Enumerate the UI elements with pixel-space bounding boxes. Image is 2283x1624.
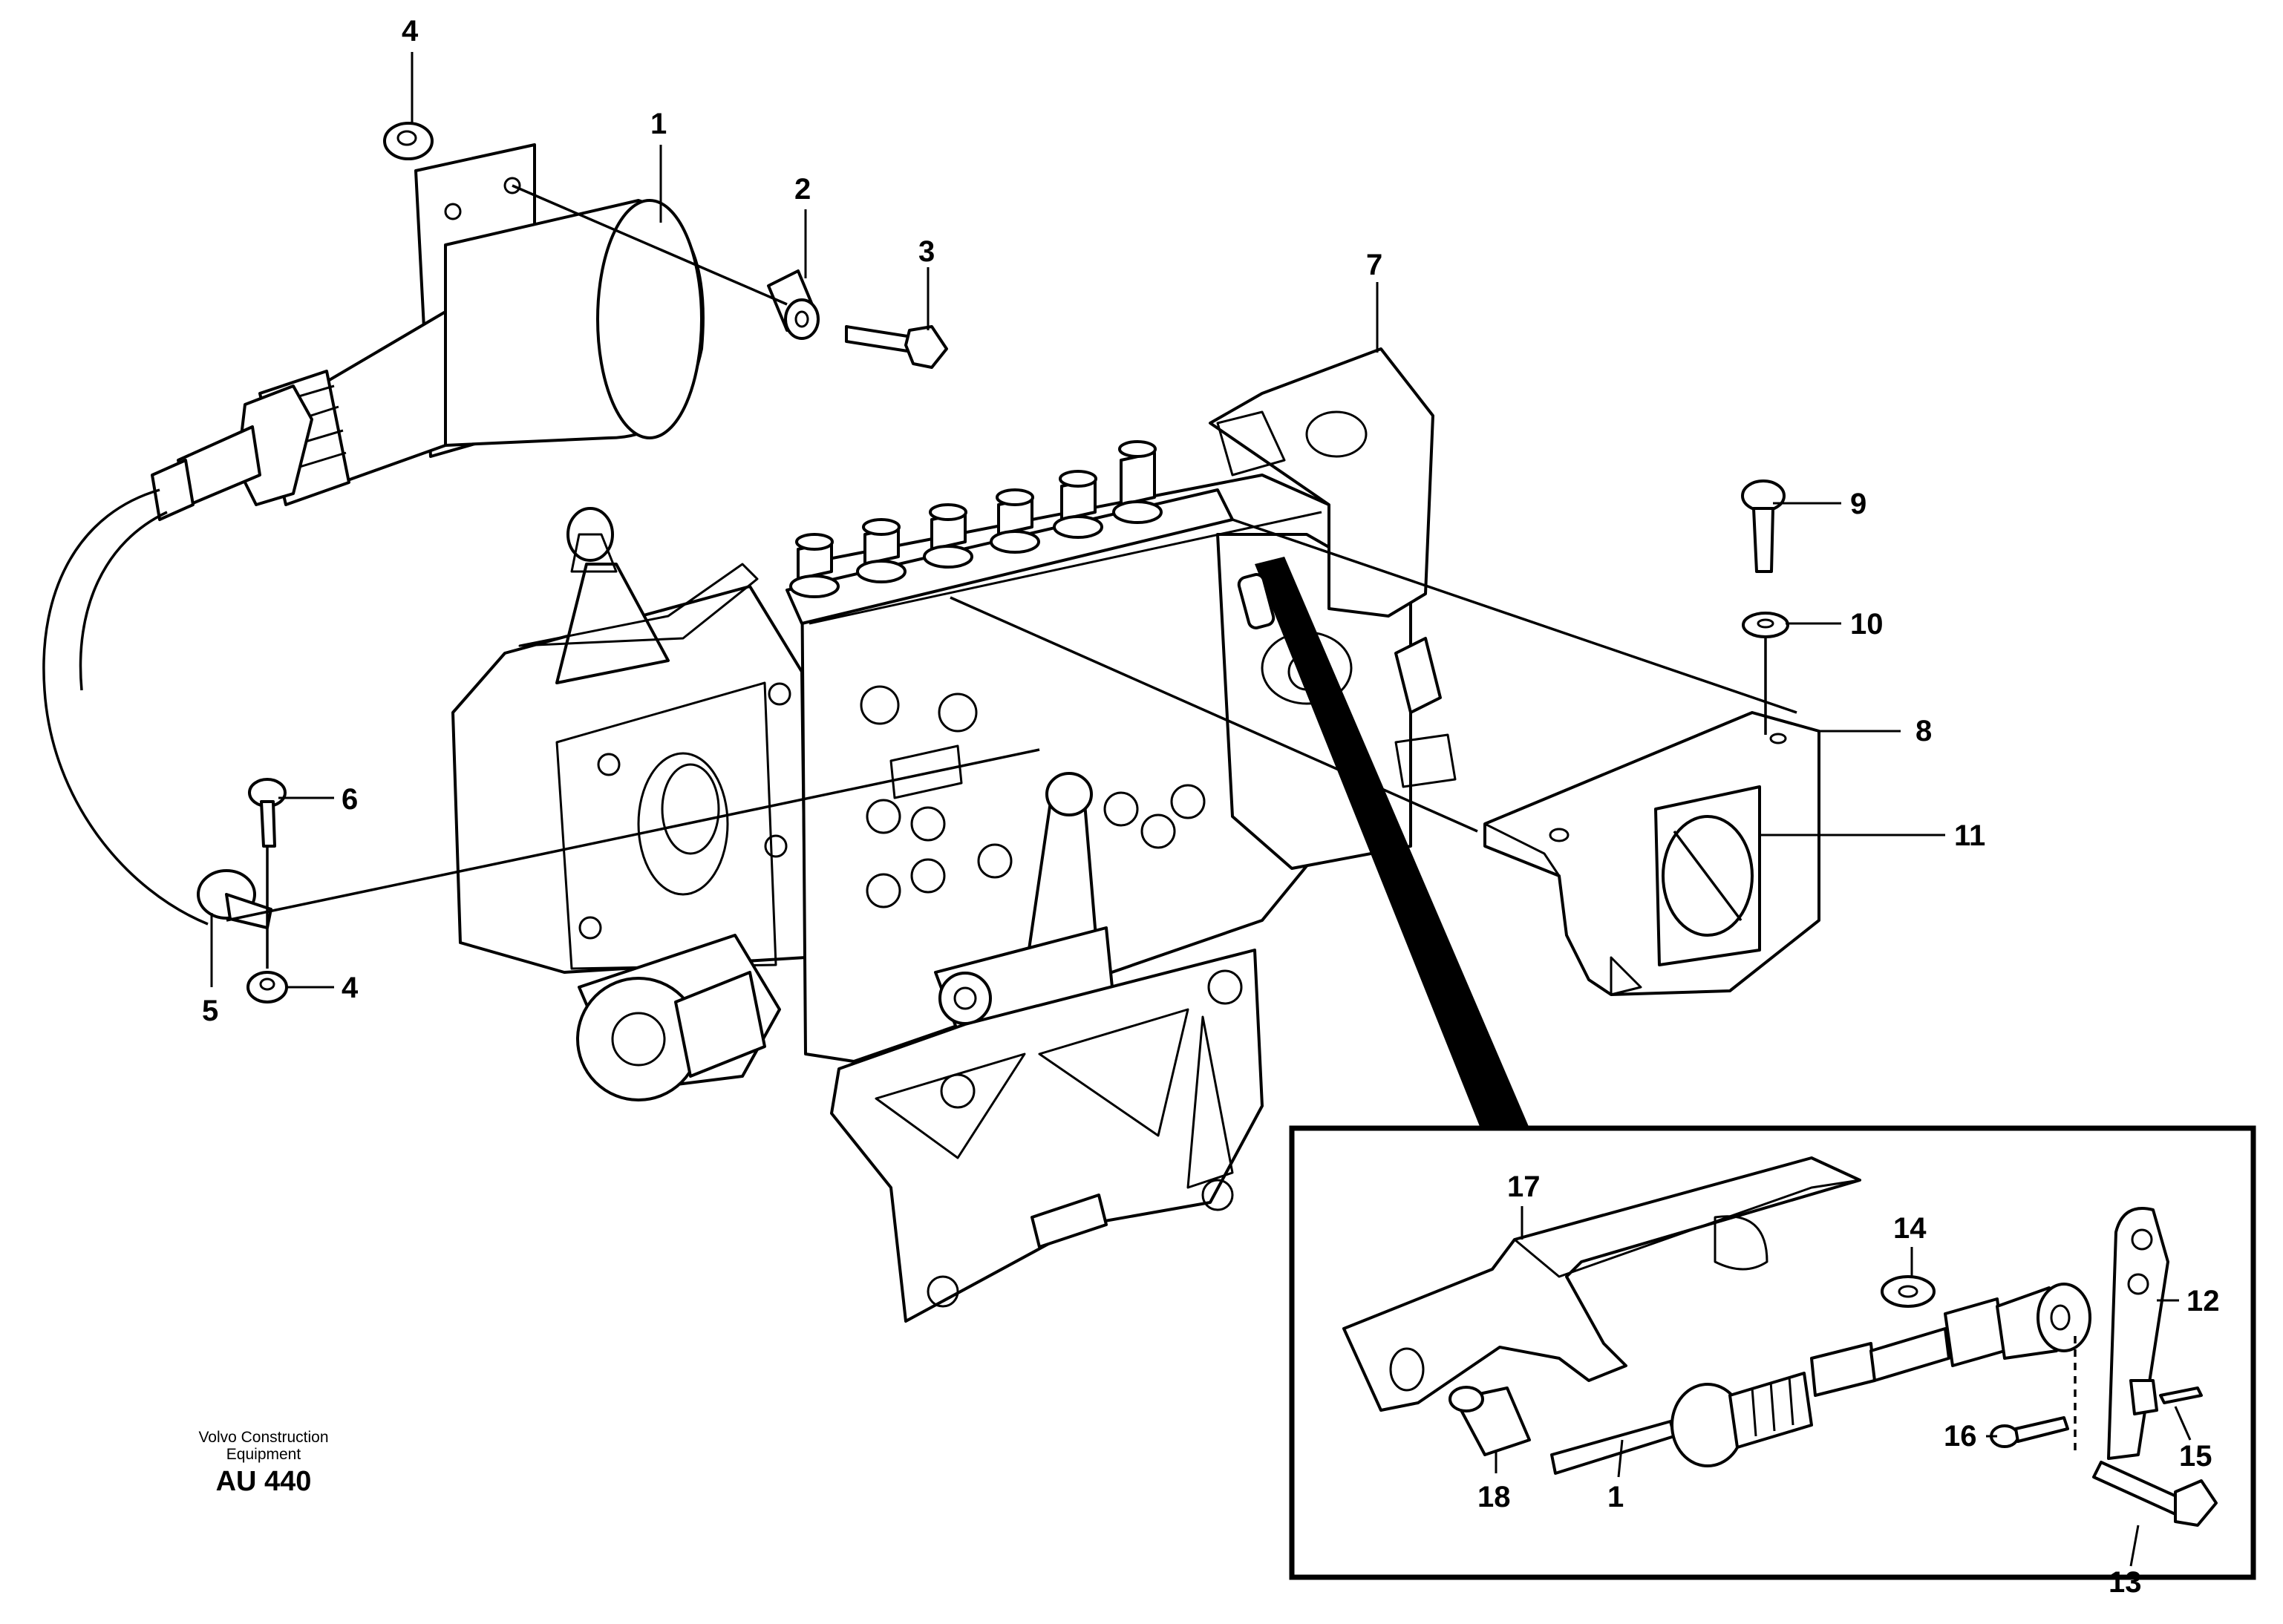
callout-4-bottom: 4	[342, 972, 359, 1004]
spacer-sleeve	[767, 269, 820, 340]
callout-4-top: 4	[402, 15, 419, 48]
flange-nut-top	[383, 122, 434, 160]
callout-9: 9	[1850, 488, 1866, 520]
detail-pointer	[1237, 557, 1529, 1139]
callout-3: 3	[918, 235, 935, 268]
screw-16	[1990, 1416, 2069, 1448]
callout-16: 16	[1944, 1420, 1977, 1453]
delivery-valve-row	[789, 440, 1163, 598]
bolt-9	[1741, 479, 1786, 573]
plug-18	[1448, 1386, 1531, 1456]
callout-13: 13	[2109, 1566, 2142, 1599]
callout-10: 10	[1850, 608, 1884, 641]
callout-11: 11	[1954, 819, 1985, 852]
callout-5: 5	[202, 995, 218, 1027]
callout-15: 15	[2179, 1440, 2212, 1473]
callout-17: 17	[1507, 1170, 1541, 1203]
drawing-reference: AU 440	[216, 1466, 312, 1497]
callout-12: 12	[2186, 1285, 2220, 1317]
callout-8: 8	[1915, 715, 1932, 747]
bolt-6	[248, 778, 287, 848]
bolt-3	[845, 325, 948, 369]
brand-line-2: Equipment	[226, 1446, 301, 1463]
publisher-footer: Volvo Construction Equipment AU 440	[198, 1429, 328, 1497]
callout-labels: 1 2 3 4 4 5 6 7 8 9 10 11 12 13 14 15 16…	[202, 15, 2220, 1599]
pin-15	[2159, 1386, 2203, 1404]
inset-cable-end	[1550, 1283, 2091, 1475]
flange-nut-bottom	[246, 971, 288, 1003]
callout-6: 6	[342, 783, 358, 816]
brand-line-1: Volvo Construction	[198, 1429, 328, 1446]
washer-10	[1742, 612, 1789, 638]
callout-1-inset: 1	[1607, 1481, 1624, 1513]
callout-7: 7	[1366, 249, 1382, 281]
leader-lines	[210, 52, 2192, 1567]
callout-18: 18	[1477, 1481, 1511, 1513]
washer-14	[1881, 1275, 1936, 1308]
lever-12	[2107, 1207, 2169, 1460]
inset-bracket-17	[1342, 1156, 1861, 1412]
cover-bracket-8	[1483, 711, 1820, 996]
stop-solenoid	[42, 143, 705, 926]
callout-1: 1	[650, 108, 667, 140]
callout-14: 14	[1893, 1212, 1927, 1245]
bolt-13	[2092, 1461, 2218, 1527]
callout-2: 2	[794, 173, 811, 206]
